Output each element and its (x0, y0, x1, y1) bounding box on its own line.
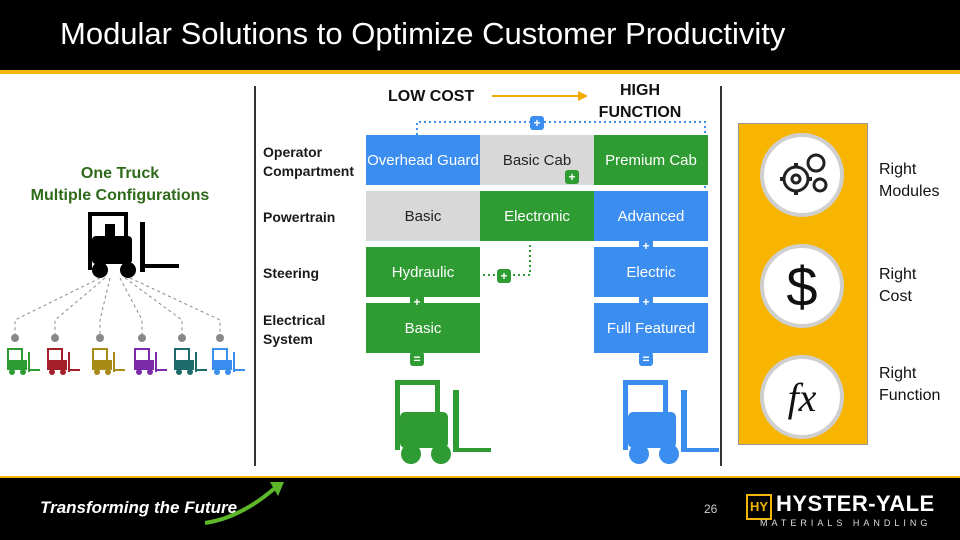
cell-steering-electric: Electric (594, 247, 708, 297)
plus-badge: + (530, 116, 544, 130)
footer-bar (0, 478, 960, 540)
one-truck-heading: One Truck Multiple Configurations (0, 163, 240, 207)
plus-badge: + (639, 295, 653, 309)
function-icon: fx (760, 355, 844, 439)
cost-function-arrow (492, 91, 588, 101)
left-divider (254, 86, 256, 466)
header-bar (0, 0, 960, 70)
footer-tagline: Transforming the Future (40, 498, 238, 517)
page-number: 26 (704, 502, 718, 516)
high-function-line2: FUNCTION (598, 104, 682, 121)
high-function-label: HIGH FUNCTION (590, 80, 690, 124)
dollar-icon: $ (760, 244, 844, 328)
fx-symbol: fx (787, 374, 817, 420)
gears-icon (760, 133, 844, 217)
small-forklift-icon (212, 334, 245, 375)
plus-badge: + (639, 239, 653, 253)
cell-powertrain-basic: Basic (366, 191, 480, 241)
high-function-line1: HIGH (620, 82, 660, 99)
company-logo: HYSTER-YALE (776, 491, 935, 516)
cell-overhead-guard: Overhead Guard (366, 135, 480, 185)
cell-powertrain-electronic: Electronic (480, 191, 594, 241)
company-logo-subtitle: MATERIALS HANDLING (760, 518, 932, 528)
plus-badge: + (410, 295, 424, 309)
small-forklift-icon (7, 334, 40, 375)
cell-premium-cab: Premium Cab (594, 135, 708, 185)
row-label-operator-compartment: Operator Compartment (263, 144, 355, 179)
footer-accent-line (0, 476, 960, 478)
one-truck-line2: Multiple Configurations (30, 187, 210, 204)
cell-electrical-basic: Basic (366, 303, 480, 353)
low-cost-label: LOW COST (388, 88, 475, 105)
right-divider (720, 86, 722, 466)
main-forklift-icon (88, 212, 179, 278)
small-forklift-icon (134, 334, 167, 375)
cell-electrical-full-featured: Full Featured (594, 303, 708, 353)
small-forklift-icon (92, 334, 125, 375)
plus-badge: + (565, 170, 579, 184)
right-cost-label: Right Cost (879, 266, 917, 305)
row-label-powertrain: Powertrain (263, 209, 336, 225)
slide-title: Modular Solutions to Optimize Customer P… (60, 16, 786, 51)
equals-badge: = (639, 352, 653, 366)
low-cost-truck-icon (395, 380, 491, 464)
one-truck-line1: One Truck (80, 165, 160, 182)
row-label-steering: Steering (263, 265, 320, 281)
cell-powertrain-advanced: Advanced (594, 191, 708, 241)
right-modules-label: Right Modules (879, 161, 940, 200)
cell-basic-cab: Basic Cab (480, 135, 594, 185)
logo-mark: HY (746, 494, 772, 520)
equals-badge: = (410, 352, 424, 366)
dollar-sign: $ (786, 254, 818, 318)
header-accent-line (0, 70, 960, 74)
truck-tree-diagram (7, 212, 245, 375)
right-function-label: Right Function (879, 365, 941, 404)
small-forklift-icon (47, 334, 80, 375)
swoosh-arrow-icon (204, 482, 284, 525)
cell-steering-hydraulic: Hydraulic (366, 247, 480, 297)
row-label-electrical-system: Electrical System (263, 312, 326, 347)
high-function-truck-icon (623, 380, 719, 464)
small-forklift-icon (174, 334, 207, 375)
plus-badge: + (497, 269, 511, 283)
